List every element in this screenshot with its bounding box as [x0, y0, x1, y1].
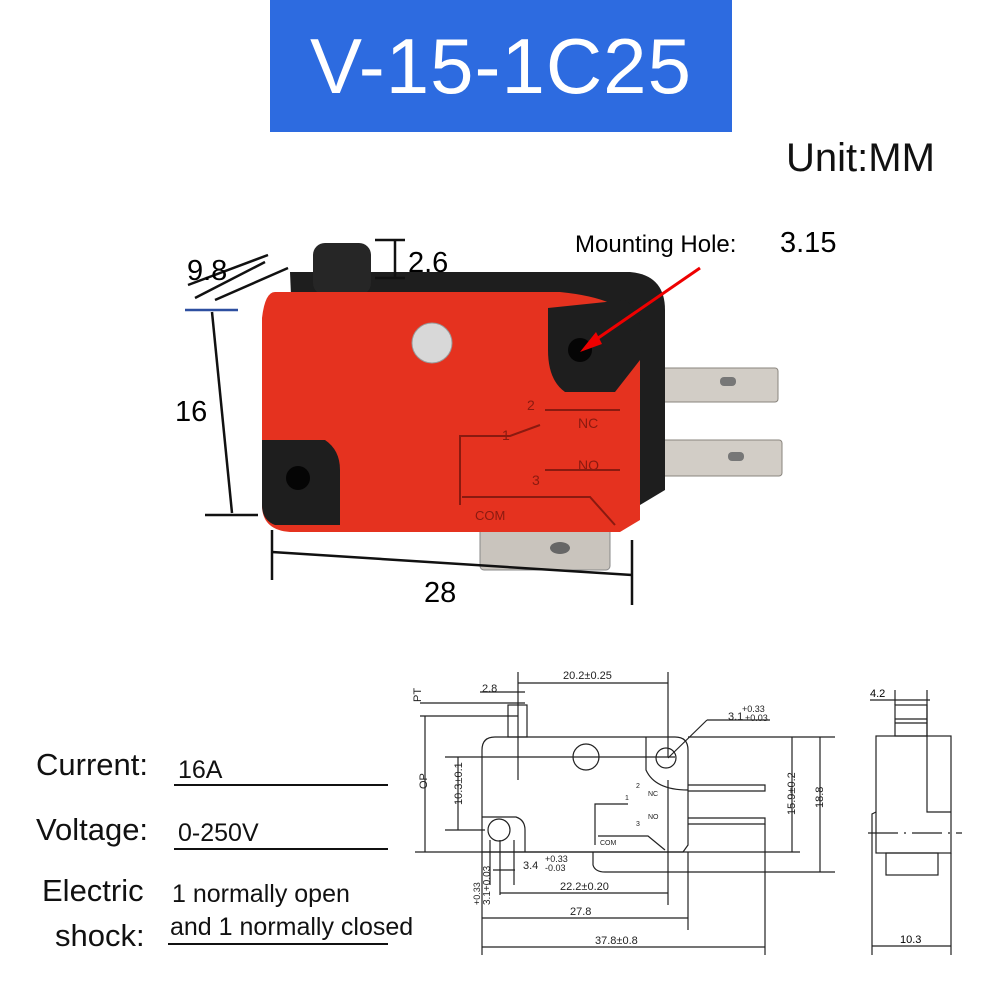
unit-label: Unit:MM: [786, 136, 935, 180]
dim-3-1-side: 3.1+0.03: [482, 865, 493, 905]
switch-photo: 2 1 3 NC NO COM: [262, 243, 783, 571]
dim-37-8: 37.8±0.8: [595, 935, 638, 947]
dim-18-8: 18.8: [814, 787, 826, 808]
dim-27-8: 27.8: [570, 906, 591, 918]
dim-3-4-upper: +0.33: [545, 854, 568, 864]
nc-mark: NC: [578, 415, 598, 431]
dim-2-8: 2.8: [482, 683, 497, 695]
dim-depth: 9.8: [187, 255, 227, 287]
dim-3-1-side-upper: +0.33: [472, 882, 482, 905]
dim-22-2: 22.2±0.20: [560, 881, 609, 893]
model-title: V-15-1C25: [310, 21, 692, 110]
electric-shock-label-1: Electric: [42, 873, 144, 908]
mounting-hole-arrow: [587, 266, 701, 347]
dim-4-2: 4.2: [870, 688, 885, 700]
mounting-hole-label: Mounting Hole:: [575, 231, 736, 258]
title-banner: V-15-1C25: [270, 0, 732, 132]
current-underline: [174, 784, 388, 786]
mounting-hole-value: 3.15: [780, 227, 836, 259]
voltage-value: 0-250V: [178, 819, 259, 847]
actuator: [313, 243, 371, 295]
dim-3-4: 3.4: [523, 860, 538, 872]
electric-shock-label-2: shock:: [55, 918, 145, 953]
current-value: 16A: [178, 756, 223, 784]
pin1-mark: 1: [502, 427, 510, 443]
side-drawing: [868, 690, 962, 955]
dim-20-2: 20.2±0.25: [563, 670, 612, 682]
nc-mark-drawing: NC: [648, 791, 658, 798]
red-body: [262, 292, 640, 532]
hole-tol-lower: +0.03: [745, 713, 768, 723]
front-drawing: [415, 672, 835, 955]
no-mark-drawing: NO: [648, 814, 659, 821]
p1-mark-drawing: 1: [625, 795, 629, 802]
voltage-underline: [174, 848, 388, 850]
dim-3-4-lower: -0.03: [545, 863, 566, 873]
hole-main: 3.1: [728, 711, 743, 723]
current-label: Current:: [36, 747, 148, 782]
voltage-label: Voltage:: [36, 812, 149, 847]
electric-shock-value-1: 1 normally open: [172, 880, 350, 908]
dim-10-3: 10.3±0.1: [453, 762, 465, 805]
photo-dimensions: [185, 238, 634, 605]
electric-shock-underline: [168, 943, 388, 945]
p3-mark-drawing: 3: [636, 821, 640, 828]
pin3-mark: 3: [532, 472, 540, 488]
electric-shock-value-2: and 1 normally closed: [170, 913, 414, 941]
com-mark: COM: [475, 508, 505, 523]
dim-actuator: 2.6: [408, 247, 448, 279]
rivet: [411, 322, 453, 364]
no-mark: NO: [578, 457, 599, 473]
mounting-hole: [568, 338, 592, 362]
dim-15-9: 15.9±0.2: [786, 772, 798, 815]
hole-tol-upper: +0.33: [742, 704, 765, 714]
dim-pt: PT: [412, 688, 424, 702]
p2-mark-drawing: 2: [636, 783, 640, 790]
dim-height: 16: [175, 396, 207, 428]
dim-side-10-3: 10.3: [900, 934, 921, 946]
dim-width: 28: [424, 577, 456, 609]
pin2-mark: 2: [527, 397, 535, 413]
dim-op: OP: [418, 773, 430, 789]
com-mark-drawing: COM: [600, 840, 617, 847]
